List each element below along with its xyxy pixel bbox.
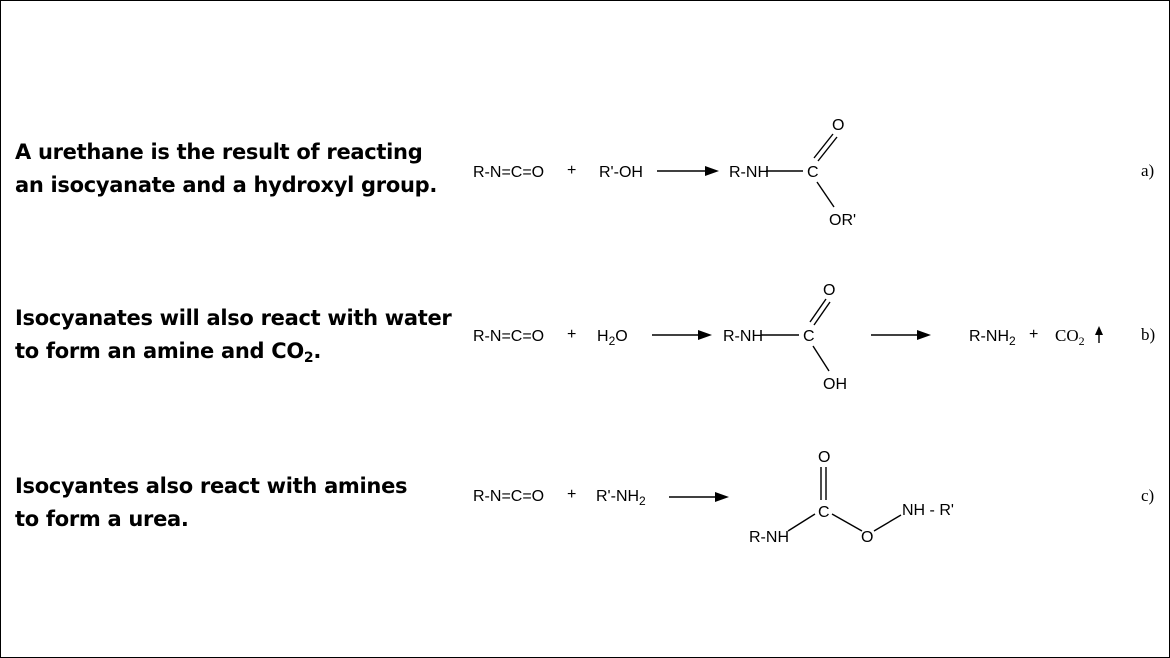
double-bond <box>813 133 834 159</box>
product-nh: R-NH <box>749 529 789 546</box>
alcohol: R'-OH <box>599 164 643 181</box>
reaction-arrow-icon <box>652 330 712 340</box>
text: . <box>313 339 322 363</box>
bond <box>812 345 830 372</box>
reaction-label: b) <box>1141 325 1155 344</box>
description-line: Isocyanates will also react with water <box>15 306 452 330</box>
isocyanate: R-N=C=O <box>473 488 544 505</box>
reaction-label: a) <box>1141 161 1154 180</box>
reaction-arrow-icon <box>871 330 931 340</box>
carbon: C <box>803 328 815 345</box>
description-water: Isocyanates will also react with water t… <box>15 302 452 368</box>
carbon: C <box>807 164 819 181</box>
description-line: to form a urea. <box>15 507 189 531</box>
bond <box>787 513 816 532</box>
double-bond <box>817 136 838 162</box>
reaction-c: R-N=C=O + R'-NH2 O C R-NH O NH - R' c) <box>473 449 1154 546</box>
carbonyl-oxygen: O <box>823 282 835 299</box>
description-line: A urethane is the result of reacting <box>15 140 423 164</box>
water: H2O <box>597 328 628 348</box>
oxygen: O <box>861 529 873 546</box>
carbonyl-oxygen: O <box>818 449 830 466</box>
description-urethane: A urethane is the result of reacting an … <box>15 136 437 202</box>
isocyanate: R-N=C=O <box>473 328 544 345</box>
bond <box>831 513 863 532</box>
subscript: 2 <box>303 350 314 366</box>
amine-product: R-NH2 <box>969 328 1016 348</box>
plus-sign: + <box>567 326 576 343</box>
double-bond <box>813 301 831 326</box>
description-line: to form an amine and CO2. <box>15 335 451 368</box>
product-nh: R-NH <box>729 164 769 181</box>
double-bond <box>809 298 827 323</box>
reaction-arrow-icon <box>657 166 719 176</box>
description-urea: Isocyantes also react with amines to for… <box>15 470 408 536</box>
intermediate-nh: R-NH <box>723 328 763 345</box>
nh-r-group: NH - R' <box>902 502 954 519</box>
bond <box>873 514 902 532</box>
reaction-a: R-N=C=O + R'-OH R-NH C O OR' a) <box>473 117 1154 229</box>
reaction-b: R-N=C=O + H2O R-NH C O OH R-NH2 + CO2 b) <box>473 282 1155 393</box>
plus-sign: + <box>567 162 576 179</box>
amine-reactant: R'-NH2 <box>596 488 646 508</box>
plus-sign: + <box>567 486 576 503</box>
gas-evolution-arrow-icon <box>1095 326 1103 343</box>
bond <box>816 181 835 208</box>
co2-product: CO2 <box>1055 326 1085 348</box>
ester-group: OR' <box>829 212 856 229</box>
description-line: an isocyanate and a hydroxyl group. <box>15 173 437 197</box>
isocyanate: R-N=C=O <box>473 164 544 181</box>
reaction-label: c) <box>1141 486 1154 505</box>
plus-sign: + <box>1029 326 1038 343</box>
carbon: C <box>818 504 830 521</box>
description-line: Isocyantes also react with amines <box>15 474 408 498</box>
reaction-arrow-icon <box>669 492 729 502</box>
text: to form an amine and CO <box>15 339 304 363</box>
carbonyl-oxygen: O <box>832 117 844 134</box>
hydroxyl: OH <box>823 376 847 393</box>
